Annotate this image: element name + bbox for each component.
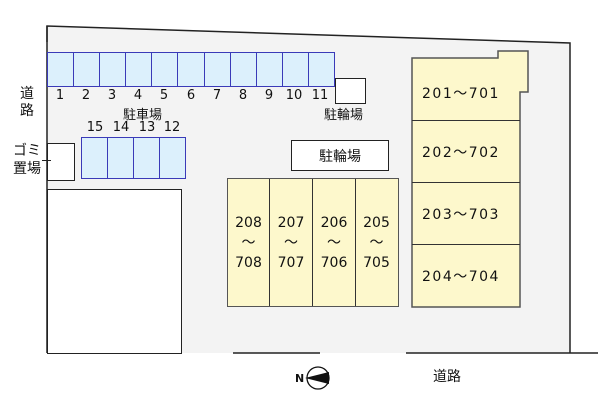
stall-number: 13: [138, 120, 156, 135]
bicycle-parking-box-label: 駐輪場: [319, 148, 361, 165]
bicycle-parking-small: [335, 78, 366, 104]
stall-number: 9: [264, 88, 274, 103]
unit-204-704: 204〜704: [412, 245, 520, 307]
bicycle-parking-small-label: 駐輪場: [324, 108, 364, 123]
stall-number: 3: [107, 88, 117, 103]
parking-stall-10: [282, 52, 309, 87]
stall-number: 5: [159, 88, 169, 103]
unit-label: 203〜703: [422, 206, 500, 223]
road-label-char: 道: [20, 86, 34, 102]
unit-number: 207: [277, 214, 305, 231]
parking-stall-11: [308, 52, 335, 87]
parking-stall-9: [256, 52, 283, 87]
stall-number: 6: [186, 88, 196, 103]
road-label-left: 道 路: [20, 86, 36, 120]
garbage-leader-line: [42, 160, 51, 161]
stall-number: 2: [81, 88, 91, 103]
building-b: 201〜701 202〜702 203〜703 204〜704: [412, 58, 520, 307]
compass-north-label: N: [295, 372, 305, 385]
parking-stall-3: [99, 52, 126, 87]
unit-202-702: 202〜702: [412, 121, 520, 183]
building-a: 208 〜 708 207 〜 707 206 〜 706 205 〜 705: [227, 178, 399, 307]
unit-separator: 〜: [369, 234, 384, 251]
unit-separator: 〜: [284, 234, 298, 251]
unit-206-706: 206 〜 706: [313, 179, 356, 306]
bicycle-parking-box: 駐輪場: [291, 140, 389, 171]
compass: N: [292, 364, 342, 394]
unit-201-701: 201〜701: [412, 58, 520, 121]
road-label-char: 路: [20, 103, 34, 119]
unit-208-708: 208 〜 708: [228, 179, 270, 306]
garbage-area: [47, 143, 75, 181]
stall-number: 15: [86, 120, 104, 135]
parking-stall-5: [151, 52, 178, 87]
unit-label: 204〜704: [422, 269, 500, 285]
stall-number: 8: [238, 88, 248, 103]
garbage-label-line: ゴミ: [13, 143, 41, 159]
stall-number: 1: [55, 88, 65, 103]
unit-203-703: 203〜703: [412, 183, 520, 245]
unit-number: 705: [363, 254, 390, 271]
unit-number: 707: [277, 254, 305, 271]
unit-number: 205: [363, 214, 390, 231]
parking-label: 駐車場: [123, 108, 163, 123]
stall-number: 12: [163, 120, 181, 135]
compass-icon: [305, 366, 330, 390]
unit-separator: 〜: [327, 234, 341, 251]
unit-separator: 〜: [241, 234, 256, 251]
stall-number: 10: [285, 88, 303, 103]
unit-number: 708: [235, 254, 262, 271]
stall-number: 14: [112, 120, 130, 135]
unit-205-705: 205 〜 705: [356, 179, 397, 306]
unit-number: 208: [235, 214, 262, 231]
parking-stall-7: [204, 52, 231, 87]
parking-stall-2: [73, 52, 100, 87]
stall-number: 11: [311, 88, 329, 103]
unit-label: 202〜702: [422, 144, 500, 161]
road-label-bottom: 道路: [433, 369, 461, 385]
garbage-label-line: 置場: [13, 161, 41, 177]
stall-number: 4: [133, 88, 143, 103]
unit-label: 201〜701: [422, 86, 500, 102]
parking-stall-12: [159, 137, 186, 179]
unit-number: 206: [320, 214, 348, 231]
parking-stall-14: [107, 137, 134, 179]
parking-stall-6: [177, 52, 205, 87]
unit-number: 706: [320, 254, 348, 271]
unit-207-707: 207 〜 707: [270, 179, 313, 306]
garbage-label: ゴミ 置場: [13, 142, 41, 178]
neighbor-block: [47, 189, 182, 354]
stall-number: 7: [212, 88, 222, 103]
